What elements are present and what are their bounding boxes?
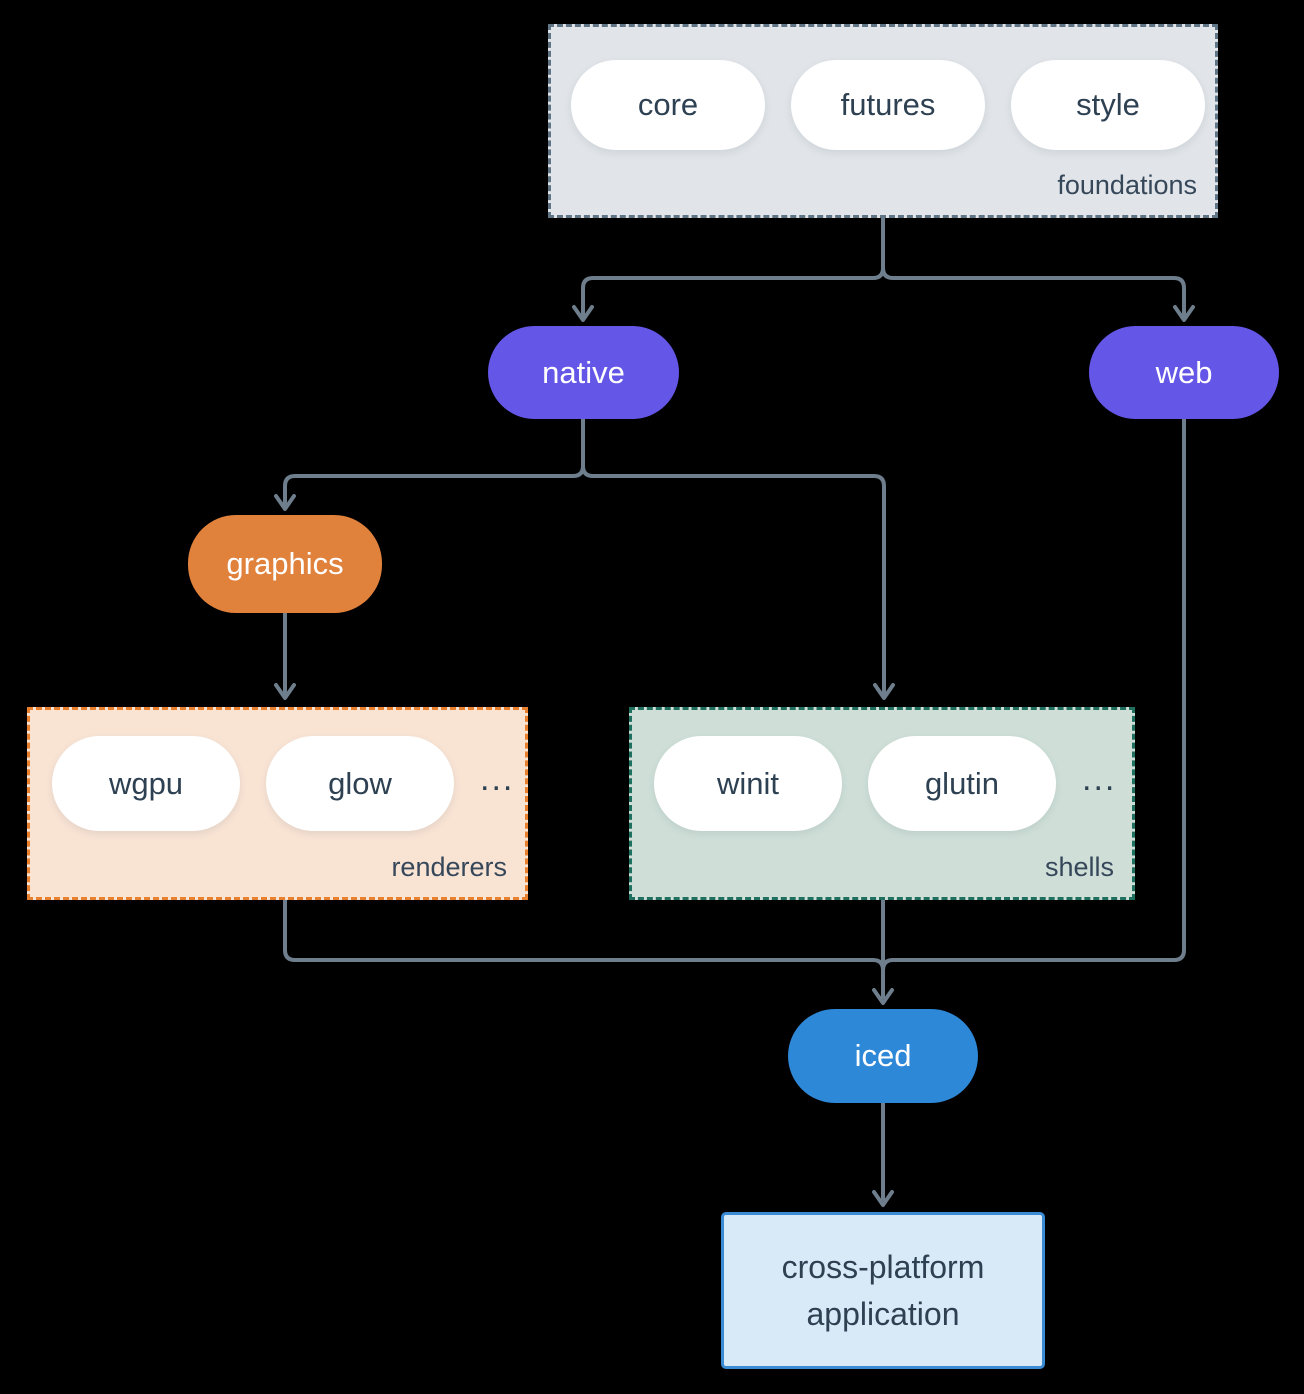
edge-native-shells [581, 417, 886, 697]
pill-glutin: glutin [868, 736, 1056, 831]
node-iced: iced [788, 1009, 978, 1103]
pill-wgpu-label: wgpu [108, 765, 184, 801]
edge-native-graphics [283, 417, 585, 508]
pill-glow-label: glow [328, 765, 392, 801]
node-web: web [1089, 326, 1279, 419]
pill-core-label: core [637, 87, 699, 122]
arrowhead-native [572, 305, 594, 322]
renderers-group-label: renderers [391, 852, 507, 882]
edge-foundations-web [881, 216, 1186, 319]
node-native-label: native [542, 354, 625, 390]
pill-futures-label: futures [840, 87, 936, 122]
pill-winit-label: winit [716, 765, 779, 801]
arrowhead-application [872, 1190, 894, 1207]
node-iced-label: iced [854, 1038, 912, 1073]
shells-group-box: winit glutin ... shells [629, 707, 1135, 900]
arrowhead-graphics [274, 494, 296, 511]
pill-core: core [571, 60, 765, 150]
pill-glow: glow [266, 736, 454, 831]
app-label-line1: cross-platform [781, 1249, 985, 1286]
node-cross-platform-application: cross-platform application [721, 1212, 1045, 1369]
edge-foundations-native [581, 216, 885, 319]
renderers-group-box: wgpu glow ... renderers [27, 707, 528, 900]
edge-renderers-iced [283, 898, 885, 999]
pill-glutin-label: glutin [924, 765, 1000, 801]
pill-futures: futures [791, 60, 985, 150]
foundations-pill-row: core futures style [571, 60, 1205, 150]
renderers-ellipsis: ... [480, 759, 515, 798]
node-native: native [488, 326, 679, 419]
pill-style-label: style [1076, 87, 1140, 122]
pill-style: style [1011, 60, 1205, 150]
edge-web-iced [881, 417, 1186, 999]
shells-ellipsis: ... [1082, 759, 1117, 798]
renderers-pill-row: wgpu glow ... [52, 736, 514, 831]
pill-wgpu: wgpu [52, 736, 240, 831]
arrowhead-iced [872, 988, 894, 1005]
foundations-group-label: foundations [1057, 170, 1197, 200]
arrowhead-shells [873, 683, 895, 700]
node-graphics: graphics [188, 515, 382, 613]
app-label-line2: application [806, 1295, 960, 1332]
shells-pill-row: winit glutin ... [654, 736, 1116, 831]
node-graphics-label: graphics [226, 546, 344, 581]
arrowhead-renderers [274, 683, 296, 700]
foundations-group-box: core futures style foundations [548, 24, 1218, 218]
shells-group-label: shells [1044, 852, 1114, 882]
pill-winit: winit [654, 736, 842, 831]
arrowhead-web [1173, 305, 1195, 322]
node-web-label: web [1155, 354, 1213, 390]
